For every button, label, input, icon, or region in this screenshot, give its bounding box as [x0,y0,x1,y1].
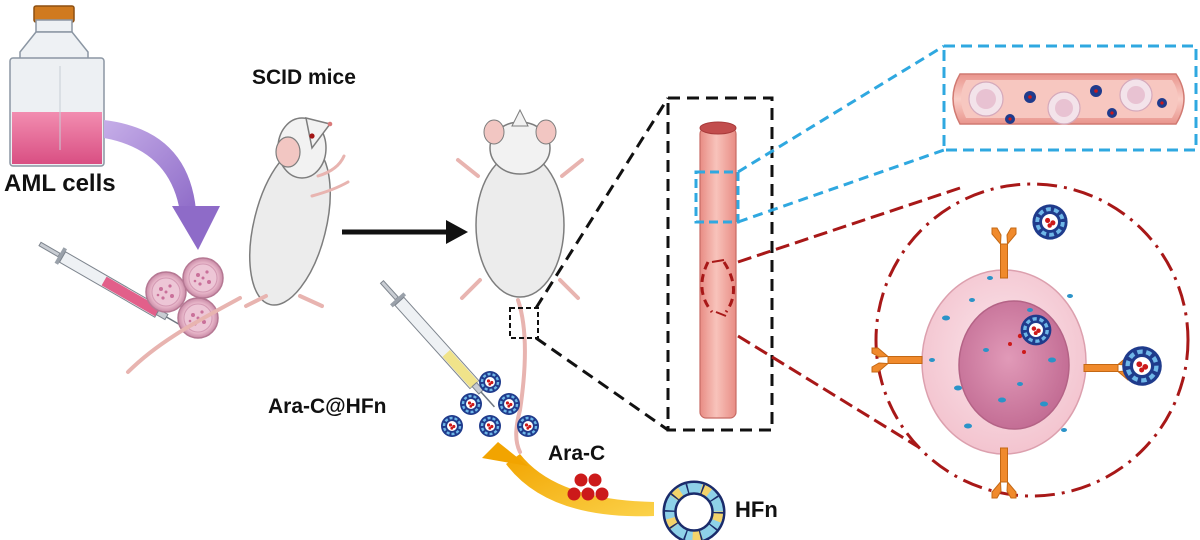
scid-mice-label: SCID mice [252,66,356,89]
vessel-detail-box [942,44,1198,152]
black-arrow [342,220,468,244]
hfn-nanocage-icon [664,482,724,540]
syringe-icon-2 [379,279,495,408]
culture-flask [9,5,105,167]
ara-c-drug-dots [567,473,609,501]
yellow-arrow [482,442,654,517]
zoom-lines-black [534,97,670,432]
zoom-lines-blue [737,44,945,224]
zoom-lines-red [737,186,961,450]
mouse-side-view [126,116,350,374]
ara-c-hfn-label: Ara-C@HFn [268,395,387,418]
aml-cell-cluster [145,257,224,339]
hfn-label: HFn [735,497,778,522]
ara-c-label: Ara-C [548,442,606,465]
vessel-zoom-box [666,96,774,432]
purple-arrow [104,120,220,250]
mouse-top-view [456,108,584,454]
aml-cells-label: AML cells [4,170,116,197]
cell-detail-circle [871,182,1190,499]
syringe-icon [38,241,202,338]
